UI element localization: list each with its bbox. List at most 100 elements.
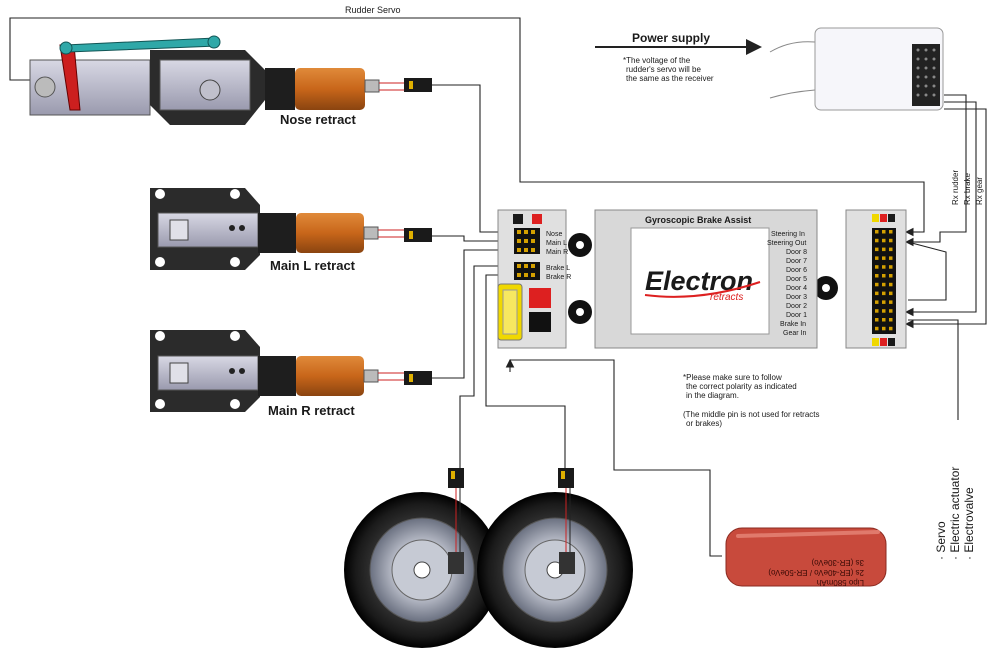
- port-brake-l-label: Brake L: [546, 265, 570, 272]
- port-main-l-label: Main L: [546, 240, 567, 247]
- connector-pin: [875, 300, 879, 304]
- connector-pin: [875, 326, 879, 331]
- output-actuator-label: · Electric actuator: [948, 467, 962, 560]
- wiring: [9, 17, 987, 557]
- brake-l-wire: [459, 265, 506, 470]
- port-door-8-label: Door 8: [786, 249, 807, 256]
- connector-pin: [889, 282, 893, 287]
- port-steering-in-label: Steering In: [771, 231, 805, 238]
- nose-wire: [432, 84, 506, 233]
- battery: [725, 527, 887, 587]
- polarity-note-4: (The middle pin is not used for retracts: [683, 410, 820, 419]
- rx-rudder-wire: [908, 94, 967, 243]
- main-r-retract: [150, 330, 432, 412]
- brake-r-wire: [485, 274, 566, 470]
- rudder-servo-wire: [9, 17, 925, 233]
- port-door-4-label: Door 4: [786, 285, 807, 292]
- nose-retract: [29, 35, 432, 125]
- port-door-3-label: Door 3: [786, 294, 807, 301]
- output-servo-label: · Servo: [934, 521, 948, 560]
- logo-retracts: retracts: [710, 292, 743, 303]
- logo-electron: Electron: [645, 266, 753, 296]
- rx-brake-wire: [908, 101, 977, 313]
- main-l-wire: [432, 235, 506, 242]
- main-l-retract-label: Main L retract: [270, 258, 356, 273]
- port-steering-out-label: Steering Out: [767, 240, 806, 247]
- connector-pin: [889, 247, 893, 252]
- receiver: [769, 27, 944, 111]
- nose-retract-label: Nose retract: [280, 112, 357, 127]
- rx-brake-label: Rx brake: [963, 172, 972, 205]
- gyro-module: [568, 209, 838, 349]
- connector-pin: [875, 274, 879, 278]
- connector-pin: [875, 309, 879, 313]
- connector-pin: [882, 256, 886, 260]
- connector-pin: [882, 238, 886, 243]
- power-note-2: rudder's servo will be: [626, 65, 701, 74]
- right-port-labels: Steering In Steering Out Door 8 Door 7 D…: [767, 231, 807, 337]
- output-electrovalve-label: · Electrovalve: [962, 487, 976, 560]
- connector-pin: [889, 238, 893, 243]
- connector-pin: [889, 274, 893, 278]
- port-door-2-label: Door 2: [786, 303, 807, 310]
- right-connector-board: [845, 209, 907, 349]
- connector-pin: [882, 230, 886, 234]
- polarity-note-3: in the diagram.: [686, 391, 739, 400]
- port-door-7-label: Door 7: [786, 258, 807, 265]
- connector-pin: [875, 256, 879, 260]
- connector-pin: [882, 326, 886, 331]
- connector-pin: [875, 318, 879, 322]
- connector-pin: [875, 265, 879, 269]
- rx-gear-wire: [908, 108, 987, 325]
- main-r-wire: [432, 249, 506, 379]
- port-nose-label: Nose: [546, 231, 562, 238]
- connector-pin: [882, 291, 886, 296]
- wheel-right: [477, 468, 633, 648]
- connector-pin: [889, 256, 893, 260]
- connector-pin: [875, 291, 879, 296]
- connector-pin: [889, 318, 893, 322]
- rudder-servo-label: Rudder Servo: [345, 5, 401, 15]
- rx-gear-label: Rx gear: [975, 177, 984, 205]
- main-r-retract-label: Main R retract: [268, 403, 355, 418]
- connector-pin: [889, 230, 893, 234]
- battery-wire: [510, 359, 722, 557]
- port-gear-in-label: Gear In: [783, 330, 806, 337]
- power-supply-label: Power supply: [632, 31, 710, 45]
- outputs-wire: [908, 319, 959, 420]
- connector-pin: [889, 309, 893, 313]
- connector-pin: [889, 291, 893, 296]
- port-door-6-label: Door 6: [786, 267, 807, 274]
- port-main-r-label: Main R: [546, 249, 568, 256]
- connector-pin: [889, 326, 893, 331]
- connector-pin: [882, 309, 886, 313]
- polarity-note-2: the correct polarity as indicated: [686, 382, 797, 391]
- connector-pin: [889, 265, 893, 269]
- connector-pin: [875, 230, 879, 234]
- connector-pin: [882, 247, 886, 252]
- connector-pin: [882, 265, 886, 269]
- connector-pin: [882, 282, 886, 287]
- main-l-retract: [150, 188, 432, 270]
- module-title: Gyroscopic Brake Assist: [645, 215, 751, 225]
- battery-line-3: 3s (ER-30eVo): [811, 558, 864, 567]
- connector-pin: [875, 238, 879, 243]
- connector-pin: [875, 247, 879, 252]
- battery-line-1: Lipo 580mAh: [817, 578, 864, 587]
- port-brake-in-label: Brake In: [780, 321, 806, 328]
- power-note-1: *The voltage of the: [623, 56, 691, 65]
- wheel-left: [344, 468, 500, 648]
- polarity-note-1: *Please make sure to follow: [683, 373, 782, 382]
- connector-pin: [882, 318, 886, 322]
- left-connector-board: [497, 209, 567, 349]
- connector-pin: [875, 282, 879, 287]
- battery-line-2: 2s (ER-40eVo / ER-50eVo): [768, 568, 864, 577]
- logo-swoosh: [644, 281, 761, 298]
- port-brake-r-label: Brake R: [546, 274, 571, 281]
- connector-pin: [882, 300, 886, 304]
- rx-rudder-label: Rx rudder: [951, 170, 960, 205]
- port-door-1-label: Door 1: [786, 312, 807, 319]
- port-door-5-label: Door 5: [786, 276, 807, 283]
- power-note-3: the same as the receiver: [626, 74, 714, 83]
- polarity-note-5: or brakes): [686, 419, 722, 428]
